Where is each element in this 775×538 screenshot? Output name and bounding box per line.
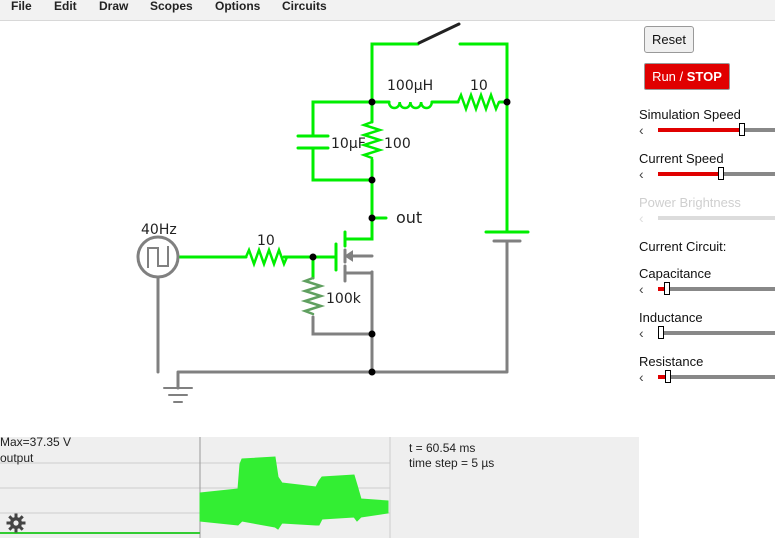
inductor[interactable]	[387, 100, 434, 110]
control-panel: Reset Run / STOP Simulation Speed ‹ Curr…	[630, 20, 775, 538]
slider-fill	[658, 287, 667, 291]
scope-name-label: output	[0, 451, 34, 465]
slider-track	[658, 282, 775, 295]
menu-options[interactable]: Options	[215, 0, 261, 13]
inductance-label: Inductance	[639, 310, 703, 325]
slider-fill	[658, 128, 742, 132]
current-circuit-label: Current Circuit:	[639, 239, 727, 254]
scope-panel[interactable]: Max=37.35 V output t = 60.54 ms time ste…	[0, 435, 639, 538]
menu-edit[interactable]: Edit	[54, 0, 77, 13]
menu-draw[interactable]: Draw	[99, 0, 129, 13]
slider-track	[658, 123, 775, 136]
series-resistor-label: 10	[470, 78, 488, 94]
load-resistor-label: 100	[384, 136, 411, 152]
resistance-slider[interactable]: ‹	[639, 370, 775, 384]
slider-fill	[658, 375, 668, 379]
scope-waveform	[199, 456, 389, 530]
scope-plot	[0, 437, 391, 538]
resistance-label: Resistance	[639, 354, 704, 369]
stop-label: STOP	[686, 69, 722, 84]
slider-left-arrow-icon: ‹	[639, 325, 644, 341]
slider-track	[658, 216, 775, 220]
gate-resistor-label: 10	[257, 233, 275, 249]
ground-icon[interactable]	[163, 387, 193, 403]
menu-bar: File Edit Draw Scopes Options Circuits	[0, 0, 775, 21]
reset-button[interactable]: Reset	[644, 26, 694, 53]
capacitance-slider[interactable]: ‹	[639, 282, 775, 296]
slider-left-arrow-icon: ‹	[639, 122, 644, 138]
power-brightness-label: Power Brightness	[639, 195, 741, 210]
switch-wires[interactable]	[370, 42, 509, 104]
current-speed-label: Current Speed	[639, 151, 724, 166]
inductor-label: 100µH	[387, 78, 433, 94]
inductance-slider[interactable]: ‹	[639, 326, 775, 340]
slider-left-arrow-icon: ‹	[639, 369, 644, 385]
slider-thumb[interactable]	[665, 370, 672, 383]
source-frequency-label: 40Hz	[141, 222, 177, 238]
menu-scopes[interactable]: Scopes	[150, 0, 193, 13]
square-wave-source-icon[interactable]	[136, 235, 180, 279]
menu-circuits[interactable]: Circuits	[282, 0, 327, 13]
menu-file[interactable]: File	[11, 0, 32, 13]
scope-time-label: t = 60.54 ms	[409, 441, 476, 455]
slider-left-arrow-icon: ‹	[639, 166, 644, 182]
circuit-canvas[interactable]: 40Hz 10 100k 100µH 10 10µF 100 out	[0, 20, 630, 437]
scope-max-label: Max=37.35 V	[0, 435, 72, 449]
run-label: Run /	[652, 69, 687, 84]
capacitor[interactable]	[296, 134, 330, 150]
mosfet[interactable]	[334, 216, 374, 283]
run-stop-button[interactable]: Run / STOP	[644, 63, 730, 90]
scope-timestep-label: time step = 5 µs	[409, 456, 495, 470]
slider-thumb[interactable]	[658, 326, 664, 339]
capacitor-label: 10µF	[331, 136, 366, 152]
power-brightness-slider: ‹	[639, 211, 775, 225]
simulation-speed-label: Simulation Speed	[639, 107, 741, 122]
bias-resistor[interactable]	[300, 276, 326, 316]
capacitance-label: Capacitance	[639, 266, 712, 281]
slider-thumb[interactable]	[664, 282, 671, 295]
slider-thumb[interactable]	[718, 167, 724, 180]
load-resistor[interactable]	[359, 120, 385, 160]
slider-thumb[interactable]	[739, 123, 746, 136]
slider-fill	[658, 172, 720, 176]
slider-track	[658, 326, 775, 339]
gate-resistor[interactable]	[244, 246, 289, 268]
current-speed-slider[interactable]: ‹	[639, 167, 775, 181]
ground-wire[interactable]	[176, 239, 509, 390]
series-resistor[interactable]	[456, 91, 501, 113]
load-bottom-wire[interactable]	[311, 100, 374, 182]
switch-blade[interactable]	[417, 22, 461, 45]
output-label: out	[396, 208, 422, 227]
gear-icon[interactable]	[6, 513, 26, 533]
slider-track	[658, 370, 775, 383]
simulation-speed-slider[interactable]: ‹	[639, 123, 775, 137]
junction-dots	[309, 98, 511, 376]
slider-left-arrow-icon: ‹	[639, 210, 644, 226]
bias-resistor-label: 100k	[326, 291, 362, 307]
slider-left-arrow-icon: ‹	[639, 281, 644, 297]
slider-track	[658, 167, 775, 180]
